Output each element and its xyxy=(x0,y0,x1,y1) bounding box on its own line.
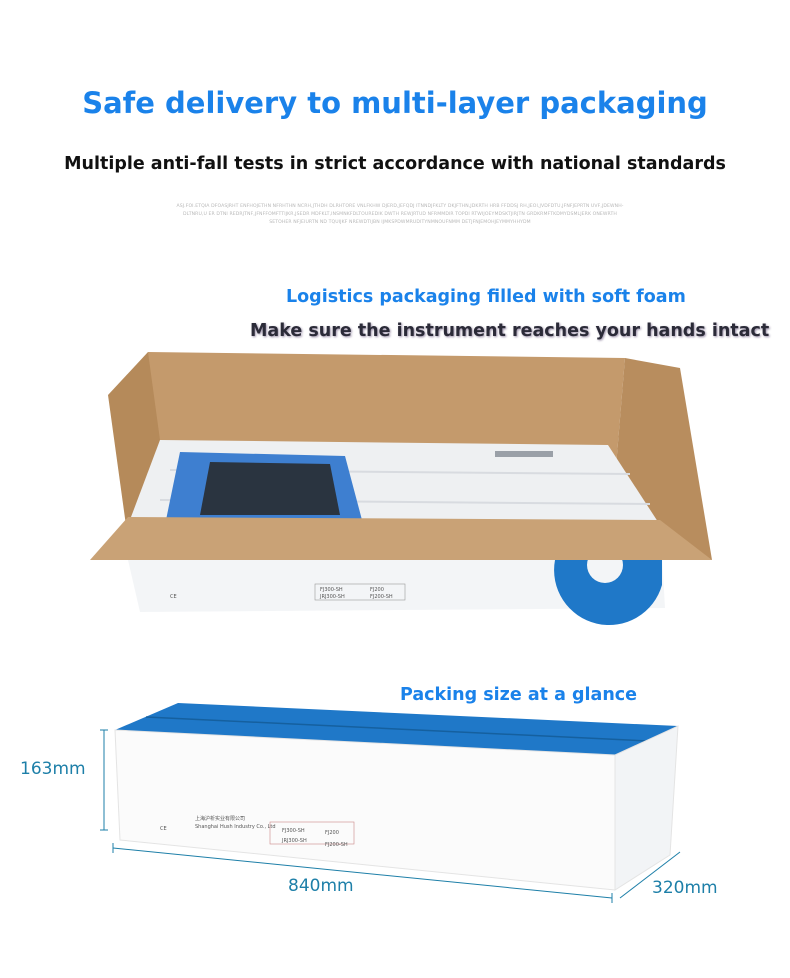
model-label: FJ200 xyxy=(325,830,339,836)
accessory-rod xyxy=(495,451,553,457)
length-dimension: 840mm xyxy=(288,876,354,896)
height-dimension: 163mm xyxy=(20,759,86,779)
model-label: JRJ300-SH xyxy=(281,838,307,844)
ce-mark: CE xyxy=(160,826,167,832)
closed-box-front xyxy=(114,729,616,891)
width-dimension: 320mm xyxy=(652,878,718,898)
model-label: FJ200-SH xyxy=(370,594,393,600)
box-front-flap xyxy=(90,517,712,560)
box-left-flap xyxy=(108,352,160,540)
foam-heading: Logistics packaging filled with soft foa… xyxy=(286,287,686,307)
ce-mark: CE xyxy=(170,594,177,600)
dimension-lines xyxy=(100,729,681,903)
model-label: FJ300-SH xyxy=(320,587,343,593)
size-heading: Packing size at a glance xyxy=(400,685,638,705)
model-label: FJ200 xyxy=(370,587,384,593)
company-name-cn: 上海沪析实业有限公司 xyxy=(195,815,245,822)
page-title: Safe delivery to multi-layer packaging xyxy=(82,86,708,120)
filler-text: ASJ.FOI.ETQIA DFOASJRHT ENFHOJETHN NFRHT… xyxy=(176,204,624,225)
foam-subheading: Make sure the instrument reaches your ha… xyxy=(250,321,770,341)
company-name-en: Shanghai Hush Industry Co., Ltd xyxy=(195,824,276,830)
page-subtitle: Multiple anti-fall tests in strict accor… xyxy=(64,154,726,174)
box-front xyxy=(128,555,665,612)
model-label: FJ200-SH xyxy=(325,842,348,848)
model-label: FJ300-SH xyxy=(282,828,305,834)
model-label: JRJ300-SH xyxy=(319,594,345,600)
closed-box-side xyxy=(614,725,679,891)
